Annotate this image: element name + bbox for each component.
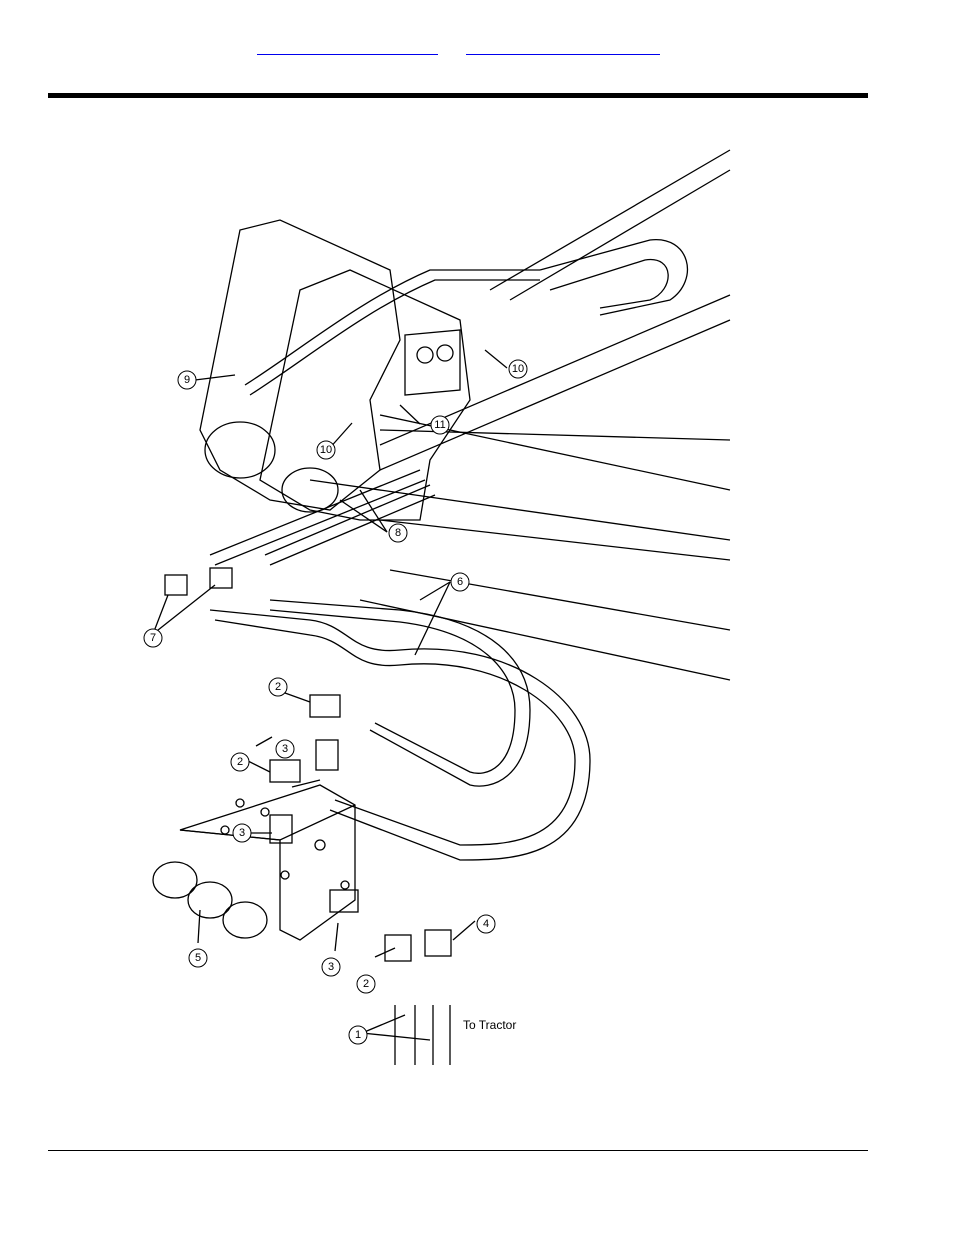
svg-text:2: 2 — [275, 681, 281, 693]
svg-text:8: 8 — [395, 527, 401, 539]
svg-text:3: 3 — [239, 827, 245, 839]
callout-2-middle: 2 — [231, 753, 249, 771]
callout-6: 6 — [451, 573, 469, 591]
callout-3-upper: 3 — [276, 740, 294, 758]
svg-text:10: 10 — [512, 363, 524, 375]
svg-text:7: 7 — [150, 632, 156, 644]
callout-8: 8 — [389, 524, 407, 542]
callout-9: 9 — [178, 371, 196, 389]
callout-1: 1 — [349, 1026, 367, 1044]
svg-text:2: 2 — [237, 756, 243, 768]
svg-text:3: 3 — [328, 961, 334, 973]
svg-text:3: 3 — [282, 743, 288, 755]
hydraulic-parts-diagram: 1 2 2 2 3 3 3 4 5 6 7 8 — [130, 140, 740, 1080]
callout-10-right: 10 — [509, 360, 527, 378]
callout-11: 11 — [431, 416, 449, 434]
callout-3-middle: 3 — [233, 824, 251, 842]
svg-text:10: 10 — [320, 444, 332, 456]
header-link-right[interactable] — [466, 38, 660, 55]
callout-7: 7 — [144, 629, 162, 647]
to-tractor-note: To Tractor — [463, 1018, 516, 1032]
header-link-left[interactable] — [257, 38, 438, 55]
svg-text:9: 9 — [184, 374, 190, 386]
callout-10-left: 10 — [317, 441, 335, 459]
svg-text:4: 4 — [483, 918, 489, 930]
svg-text:5: 5 — [195, 952, 201, 964]
svg-text:1: 1 — [355, 1029, 361, 1041]
callout-3-lower: 3 — [322, 958, 340, 976]
svg-text:6: 6 — [457, 576, 463, 588]
callout-5: 5 — [189, 949, 207, 967]
callout-2-upper: 2 — [269, 678, 287, 696]
callout-2-lower: 2 — [357, 975, 375, 993]
callout-4: 4 — [477, 915, 495, 933]
bottom-rule — [48, 1150, 868, 1151]
top-rule — [48, 93, 868, 98]
svg-text:2: 2 — [363, 978, 369, 990]
svg-text:11: 11 — [434, 419, 445, 431]
